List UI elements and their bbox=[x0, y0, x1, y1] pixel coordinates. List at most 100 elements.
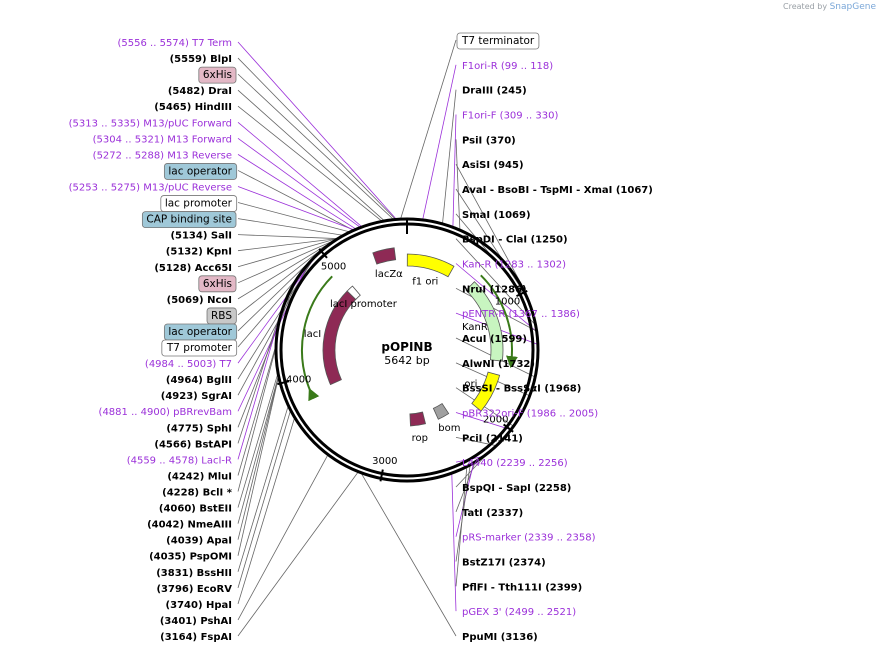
label-5313-5335-m13-puc-forward[interactable]: (5313 .. 5335) M13/pUC Forward bbox=[69, 118, 232, 129]
label-3740-hpai[interactable]: (3740) HpaI bbox=[166, 600, 232, 611]
label-smai-1069[interactable]: SmaI (1069) bbox=[462, 210, 531, 221]
label-f1ori-r-99-118[interactable]: F1ori-R (99 .. 118) bbox=[462, 61, 553, 72]
label-draiii-245[interactable]: DraIII (245) bbox=[462, 86, 527, 97]
leader-left_labels-6 bbox=[237, 138, 360, 228]
feature-label-kanr: KanR bbox=[462, 322, 488, 333]
feature-bom[interactable] bbox=[432, 402, 450, 420]
label-pflfi-tth111i-2399[interactable]: PflFI - Tth111I (2399) bbox=[462, 582, 582, 593]
label-asisi-945[interactable]: AsiSI (945) bbox=[462, 160, 524, 171]
label-box-6xhis bbox=[198, 275, 237, 293]
label-4964-bglii[interactable]: (4964) BglII bbox=[166, 375, 232, 386]
label-5069-ncoi[interactable]: (5069) NcoI bbox=[167, 295, 232, 306]
leader-right_labels-10 bbox=[455, 287, 538, 333]
leader-left_labels-31 bbox=[237, 377, 279, 540]
label-3401-pshai[interactable]: (3401) PshAI bbox=[160, 616, 232, 627]
label-bstz17i-2374[interactable]: BstZ17I (2374) bbox=[462, 558, 546, 569]
leader-right_labels-0 bbox=[400, 39, 457, 219]
label-6xhis[interactable]: 6xHis bbox=[203, 69, 232, 81]
label-psii-370[interactable]: PsiI (370) bbox=[462, 135, 516, 146]
label-avai-bsobi-tspmi-xmai-1067[interactable]: AvaI - BsoBI - TspMI - XmaI (1067) bbox=[462, 185, 653, 196]
leader-left_labels-37 bbox=[237, 472, 359, 637]
label-pcii-2141[interactable]: PciI (2141) bbox=[462, 433, 523, 444]
leader-right_labels-23 bbox=[451, 474, 457, 612]
feature-rop[interactable] bbox=[409, 411, 427, 427]
label-rbs[interactable]: RBS bbox=[211, 310, 232, 322]
leader-left_labels-17 bbox=[237, 244, 328, 316]
label-lac-operator[interactable]: lac operator bbox=[168, 165, 232, 177]
label-5559-blpi[interactable]: (5559) BlpI bbox=[170, 54, 232, 65]
label-5304-5321-m13-forward[interactable]: (5304 .. 5321) M13 Forward bbox=[93, 134, 232, 145]
label-5482-drai[interactable]: (5482) DraI bbox=[168, 86, 232, 97]
plasmid-length: 5642 bp bbox=[384, 354, 429, 367]
leader-right_labels-24 bbox=[361, 473, 457, 637]
label-5556-5574-t7-term[interactable]: (5556 .. 5574) T7 Term bbox=[118, 38, 232, 49]
label-alwni-1732[interactable]: AlwNI (1732) bbox=[462, 359, 535, 370]
label-kan-r-1283-1302[interactable]: Kan-R (1283 .. 1302) bbox=[462, 260, 566, 271]
label-bspdi-clai-1250[interactable]: BspDI - ClaI (1250) bbox=[462, 235, 568, 246]
leader-left_labels-1 bbox=[237, 57, 396, 219]
label-lac-operator[interactable]: lac operator bbox=[168, 326, 232, 338]
feature-ori[interactable] bbox=[471, 371, 501, 412]
leader-left_labels-8 bbox=[237, 170, 353, 231]
label-4559-4578-laci-r[interactable]: (4559 .. 4578) LacI-R bbox=[127, 455, 232, 466]
label-l4440-2239-2256[interactable]: L4440 (2239 .. 2256) bbox=[462, 458, 568, 469]
label-5253-5275-m13-puc-reverse[interactable]: (5253 .. 5275) M13/pUC Reverse bbox=[69, 182, 232, 193]
leader-left_labels-13 bbox=[237, 238, 337, 252]
label-5134-sali[interactable]: (5134) SalI bbox=[170, 231, 232, 242]
label-ppumi-3136[interactable]: PpuMI (3136) bbox=[462, 632, 538, 643]
label-box-cap-binding-site bbox=[141, 211, 237, 228]
label-4566-bstapi[interactable]: (4566) BstAPI bbox=[154, 439, 232, 450]
feature-kanr[interactable] bbox=[465, 281, 504, 362]
leader-left_labels-7 bbox=[237, 154, 356, 229]
leader-right_labels-1 bbox=[422, 64, 457, 220]
label-bspqi-sapi-2258[interactable]: BspQI - SapI (2258) bbox=[462, 483, 571, 494]
label-4923-sgrai[interactable]: (4923) SgrAI bbox=[161, 391, 232, 402]
feature-laci-promoter[interactable] bbox=[346, 285, 361, 300]
label-4060-bsteii[interactable]: (4060) BstEII bbox=[159, 504, 232, 515]
direction-arc-1 bbox=[301, 275, 333, 402]
label-3831-bsshii[interactable]: (3831) BssHII bbox=[156, 568, 232, 579]
tick-label-5000: 5000 bbox=[321, 261, 346, 272]
feature-lacza[interactable] bbox=[372, 247, 397, 265]
label-5465-hindiii[interactable]: (5465) HindIII bbox=[154, 102, 232, 113]
label-4039-apai[interactable]: (4039) ApaI bbox=[166, 536, 232, 547]
label-4042-nmeaiii[interactable]: (4042) NmeAIII bbox=[147, 520, 232, 531]
label-4242-mlui[interactable]: (4242) MluI bbox=[167, 471, 232, 482]
label-pentr-r-1367-1386[interactable]: pENTR-R (1367 .. 1386) bbox=[462, 309, 580, 320]
label-f1ori-f-309-330[interactable]: F1ori-F (309 .. 330) bbox=[462, 111, 558, 122]
label-3164-fspai[interactable]: (3164) FspAI bbox=[160, 632, 232, 643]
label-4228-bcli[interactable]: (4228) BclI * bbox=[162, 488, 233, 499]
label-pbr322ori-f-1986-2005[interactable]: pBR322ori-F (1986 .. 2005) bbox=[462, 409, 598, 420]
label-5132-kpni[interactable]: (5132) KpnI bbox=[166, 247, 232, 258]
tick-2000 bbox=[503, 423, 514, 433]
label-t7-terminator[interactable]: T7 terminator bbox=[461, 35, 535, 47]
label-nrui-1286[interactable]: NruI (1286) bbox=[462, 284, 527, 295]
feature-label-ori: ori bbox=[464, 379, 477, 390]
label-3796-ecorv[interactable]: (3796) EcoRV bbox=[156, 584, 232, 595]
label-bsssi-bsss-i-1968[interactable]: BssSI - BssSαI (1968) bbox=[462, 384, 581, 395]
label-lac-promoter[interactable]: lac promoter bbox=[165, 198, 233, 210]
label-tati-2337[interactable]: TatI (2337) bbox=[462, 508, 523, 519]
direction-arc-0 bbox=[480, 274, 518, 369]
leader-left_labels-9 bbox=[237, 186, 354, 230]
label-4775-sphi[interactable]: (4775) SphI bbox=[166, 423, 232, 434]
label-4881-4900-pbrrevbam[interactable]: (4881 .. 4900) pBRrevBam bbox=[99, 407, 232, 418]
label-4984-5003-t7[interactable]: (4984 .. 5003) T7 bbox=[145, 359, 232, 370]
label-prs-marker-2339-2358[interactable]: pRS-marker (2339 .. 2358) bbox=[462, 533, 596, 544]
leader-left_labels-36 bbox=[237, 455, 328, 621]
leader-left_labels-29 bbox=[237, 374, 278, 508]
leader-right_labels-6 bbox=[455, 188, 530, 301]
label-6xhis[interactable]: 6xHis bbox=[203, 278, 232, 290]
feature-f1-ori[interactable] bbox=[406, 253, 455, 278]
label-t7-promoter[interactable]: T7 promoter bbox=[166, 342, 233, 354]
leader-right_labels-8 bbox=[455, 238, 538, 327]
label-pgex-3-2499-2521[interactable]: pGEX 3' (2499 .. 2521) bbox=[462, 607, 576, 618]
leader-right_labels-18 bbox=[455, 456, 485, 488]
snapgene-credit: Created by SnapGene bbox=[783, 2, 876, 12]
label-4035-pspomi[interactable]: (4035) PspOMI bbox=[149, 552, 232, 563]
label-5272-5288-m13-reverse[interactable]: (5272 .. 5288) M13 Reverse bbox=[93, 150, 232, 161]
label-cap-binding-site[interactable]: CAP binding site bbox=[146, 214, 232, 226]
label-acui-1599[interactable]: AcuI (1599) bbox=[462, 334, 527, 345]
label-5128-acc65i[interactable]: (5128) Acc65I bbox=[154, 263, 232, 274]
